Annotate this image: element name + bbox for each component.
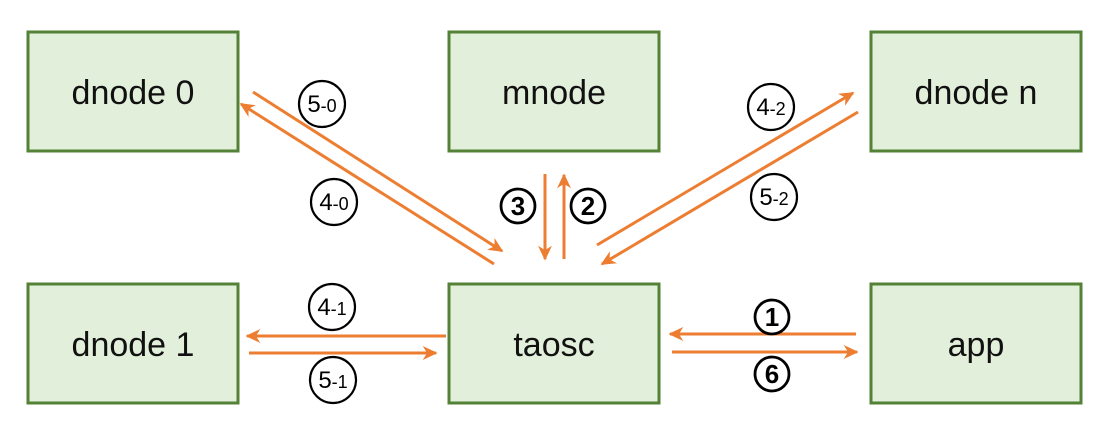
edge-label-circle-5-1 xyxy=(308,355,358,405)
edge-label-circle-4-1 xyxy=(307,282,357,332)
edge-label-2: 2 xyxy=(569,187,607,225)
node-label-app: app xyxy=(948,326,1005,364)
edge-label-text-5-2: 5-2 xyxy=(759,184,788,211)
edge-label-circle-4-0 xyxy=(309,177,359,227)
edge-label-5-2: 5-2 xyxy=(749,172,799,222)
edge-label-text-5-0: 5-0 xyxy=(307,91,336,118)
edge-label-5-1: 5-1 xyxy=(308,355,358,405)
edge-label-circle-5-2 xyxy=(749,172,799,222)
edge-label-circle-1 xyxy=(753,298,791,336)
edge-label-text-6: 6 xyxy=(765,359,779,389)
edge-label-4-0: 4-0 xyxy=(309,177,359,227)
node-box-app xyxy=(869,282,1083,405)
edge-label-circle-5-0 xyxy=(297,79,347,129)
node-label-taosc: taosc xyxy=(513,326,594,364)
arrow-dnoden-to-taosc xyxy=(600,110,859,266)
edge-label-text-2: 2 xyxy=(581,191,595,221)
edge-label-4-2: 4-2 xyxy=(746,82,796,132)
edge-label-1: 1 xyxy=(753,298,791,336)
edge-label-circle-4-2 xyxy=(746,82,796,132)
node-box-taosc xyxy=(447,282,661,405)
edge-label-text-5-1: 5-1 xyxy=(318,367,347,394)
node-dnode0: dnode 0 xyxy=(26,30,240,153)
edges xyxy=(239,90,859,360)
node-label-mnode: mnode xyxy=(502,74,606,112)
edge-label-4-1: 4-1 xyxy=(307,282,357,332)
edge-label-text-1: 1 xyxy=(765,302,779,332)
node-dnode1: dnode 1 xyxy=(26,282,240,405)
nodes: dnode 0 mnode dnode n dnode 1 taosc app xyxy=(26,30,1083,405)
node-mnode: mnode xyxy=(447,30,661,153)
arrow-taosc-to-dnoden xyxy=(596,91,855,247)
edge-label-6: 6 xyxy=(753,355,791,393)
node-box-dnode1 xyxy=(26,282,240,405)
node-box-dnode0 xyxy=(26,30,240,153)
node-app: app xyxy=(869,282,1083,405)
edge-label-5-0: 5-0 xyxy=(297,79,347,129)
node-box-dnoden xyxy=(869,30,1083,153)
edge-label-circle-6 xyxy=(753,355,791,393)
node-box-mnode xyxy=(447,30,661,153)
edge-label-text-4-2: 4-2 xyxy=(756,94,785,121)
edge-label-circle-2 xyxy=(569,187,607,225)
arrow-dnode0-to-taosc xyxy=(252,90,504,253)
node-dnoden: dnode n xyxy=(869,30,1083,153)
node-label-dnoden: dnode n xyxy=(915,74,1038,112)
node-label-dnode1: dnode 1 xyxy=(72,326,195,364)
edge-labels: 5-0 4-0 3 2 4-2 5-2 4-1 5-1 xyxy=(297,79,799,405)
node-taosc: taosc xyxy=(447,282,661,405)
edge-label-text-4-0: 4-0 xyxy=(319,189,348,216)
node-label-dnode0: dnode 0 xyxy=(72,74,195,112)
edge-label-text-3: 3 xyxy=(511,191,525,221)
edge-label-text-4-1: 4-1 xyxy=(317,294,346,321)
edge-label-circle-3 xyxy=(499,187,537,225)
arrow-taosc-to-dnode0 xyxy=(239,102,495,266)
edge-label-3: 3 xyxy=(499,187,537,225)
